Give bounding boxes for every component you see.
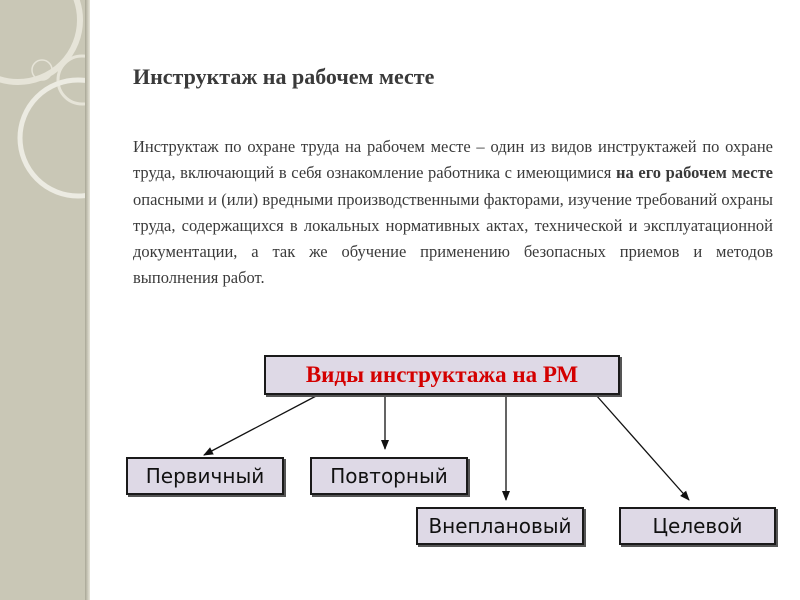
slide-paragraph: Инструктаж по охране труда на рабочем ме… — [133, 134, 773, 292]
diagram-box-targeted: Целевой — [619, 507, 776, 545]
diagram-box-primary: Первичный — [126, 457, 284, 495]
paragraph-bold-phrase: на его рабочем месте — [615, 163, 773, 183]
decorative-sidebar — [0, 0, 85, 600]
diagram-root-box: Виды инструктажа на РМ — [264, 355, 620, 395]
arrow-to-primary — [203, 394, 319, 456]
arrow-to-targeted — [595, 394, 690, 501]
sidebar-edge — [85, 0, 90, 600]
slide-title: Инструктаж на рабочем месте — [133, 64, 435, 89]
decorative-circles — [0, 0, 85, 199]
paragraph-text-end: опасными и (или) вредными производственн… — [133, 189, 773, 288]
paragraph-text-start: Инструктаж по охране труда на рабочем ме… — [133, 137, 773, 183]
diagram-box-repeated: Повторный — [310, 457, 468, 495]
diagram-box-unscheduled: Внеплановый — [416, 507, 584, 545]
